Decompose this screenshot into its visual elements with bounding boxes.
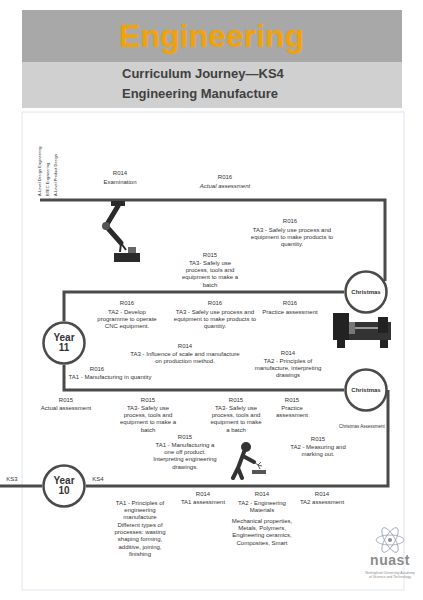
lathe-leg — [337, 340, 345, 348]
topic-note: Examination — [90, 179, 150, 186]
unit-code: R015 — [298, 436, 338, 443]
circle-shape — [346, 272, 387, 313]
unit-code: R014 — [100, 170, 140, 177]
pathway-label: A-Level Design Engineering — [38, 146, 42, 196]
subtitle: Curriculum Journey—KS4 — [122, 66, 382, 82]
logo-orbit — [376, 535, 404, 545]
topic-note: Actual assessment — [36, 405, 96, 412]
milestone-text: Christmas — [351, 289, 380, 295]
workpiece — [128, 247, 136, 253]
unit-code: R016 — [270, 218, 310, 225]
milestone-circle: Christmas — [344, 368, 388, 412]
page-title: Engineering — [0, 11, 423, 61]
unit-code: R014 — [268, 350, 308, 357]
logo-orbit — [379, 525, 402, 554]
topic-note: Mechanical properties, Metals, Polymers,… — [231, 518, 293, 547]
welder-illustration — [233, 442, 266, 478]
unit-code: R015 — [190, 252, 230, 259]
milestone-text: Year 10 — [49, 476, 79, 497]
topic-note: Practice assessment — [267, 405, 317, 419]
robot-joint — [102, 222, 110, 230]
milestone-circle: Year 10 — [42, 464, 86, 508]
circle-shape — [44, 466, 85, 507]
unit-code: R016 — [107, 300, 147, 307]
stage-label: KS4 — [83, 476, 113, 483]
stage-label: KS3 — [0, 476, 27, 483]
unit-code: R014 — [183, 491, 223, 498]
topic-note: TA3- Safely use process, tools and equip… — [117, 405, 179, 434]
subtitle-band — [22, 62, 402, 108]
topic-note: TA3 - Safely use process and equipment t… — [165, 309, 265, 331]
page-frame — [22, 112, 404, 590]
circle-shape — [44, 323, 85, 364]
unit-code: R016 — [77, 366, 117, 373]
topic-note: TA1 - Principles of engineering manufact… — [107, 500, 173, 522]
milestone-circle: Year 11 — [42, 321, 86, 365]
lathe-spindle — [355, 327, 378, 329]
logo-orbit — [379, 525, 402, 554]
unit-code: R014 — [242, 491, 282, 498]
welding-bench — [252, 470, 266, 474]
welder-body — [233, 452, 254, 478]
lathe-illustration — [333, 313, 391, 348]
logo-caption: Nottingham University Academy of Science… — [364, 571, 416, 579]
unit-code: R014 — [165, 343, 205, 350]
unit-code: R015 — [128, 397, 168, 404]
robot-base — [114, 253, 140, 262]
topic-note: TA3 - Influence of scale and manufacture… — [130, 351, 240, 365]
milestone-note: Christmas Assessment — [337, 424, 387, 429]
subtitle: Engineering Manufacture — [122, 86, 382, 102]
unit-code: R016 — [270, 300, 310, 307]
topic-note: TA2 - Engineering Materials — [234, 500, 290, 514]
topic-note: TA3- Safely use process, tools and equip… — [210, 405, 262, 434]
lathe-chuck — [349, 322, 355, 334]
circle-shape — [346, 370, 387, 411]
unit-code: R015 — [46, 397, 86, 404]
topic-note: TA1 - Manufacturing in quantity — [60, 374, 160, 381]
topic-note: TA2 - Measuring and marking out. — [287, 444, 349, 458]
unit-code: R016 — [205, 174, 245, 181]
topic-note: TA2 assessment — [297, 499, 347, 506]
welder-head — [241, 442, 251, 452]
unit-code: R014 — [302, 491, 342, 498]
topic-note: TA2 - Principles of manufacture, interpr… — [251, 358, 326, 380]
topic-note: Different types of processes: wasting sh… — [107, 522, 173, 558]
pathway-label: BTEC Engineering — [46, 163, 50, 196]
milestone-circle: Christmas — [344, 270, 388, 314]
school-logo — [376, 525, 404, 554]
logo-text: nuast — [360, 552, 420, 569]
topic-note: TA3 - Safely use process and equipment t… — [242, 227, 342, 249]
road-connector — [86, 390, 388, 486]
logo-nucleus — [388, 538, 392, 542]
welding-sparks — [254, 462, 262, 469]
unit-code: R015 — [216, 397, 256, 404]
road-line — [0, 485, 42, 488]
topic-note: TA1 - Manufacturing a one off product. I… — [150, 442, 220, 471]
topic-note: TA3- Safely use process, tools and equip… — [179, 260, 241, 289]
milestone-text: Christmas — [351, 387, 380, 393]
lathe-leg — [380, 340, 388, 348]
topic-note: Practice assessment — [255, 309, 325, 316]
robot-arm-illustration — [102, 201, 140, 262]
milestone-text: Year 11 — [49, 333, 79, 354]
lathe-tailstock — [378, 317, 388, 333]
robot-gripper — [120, 243, 126, 252]
unit-code: R015 — [165, 434, 205, 441]
pathway-label: A-Level Product Design — [54, 154, 58, 196]
unit-code: R015 — [272, 397, 312, 404]
unit-code: R016 — [195, 300, 235, 307]
topic-note: Actual assessment — [190, 183, 260, 190]
topic-note: TA1 assessment — [178, 499, 228, 506]
lathe-headstock — [333, 313, 349, 340]
topic-note: TA2 - Develop programme to operate CNC e… — [95, 309, 159, 331]
